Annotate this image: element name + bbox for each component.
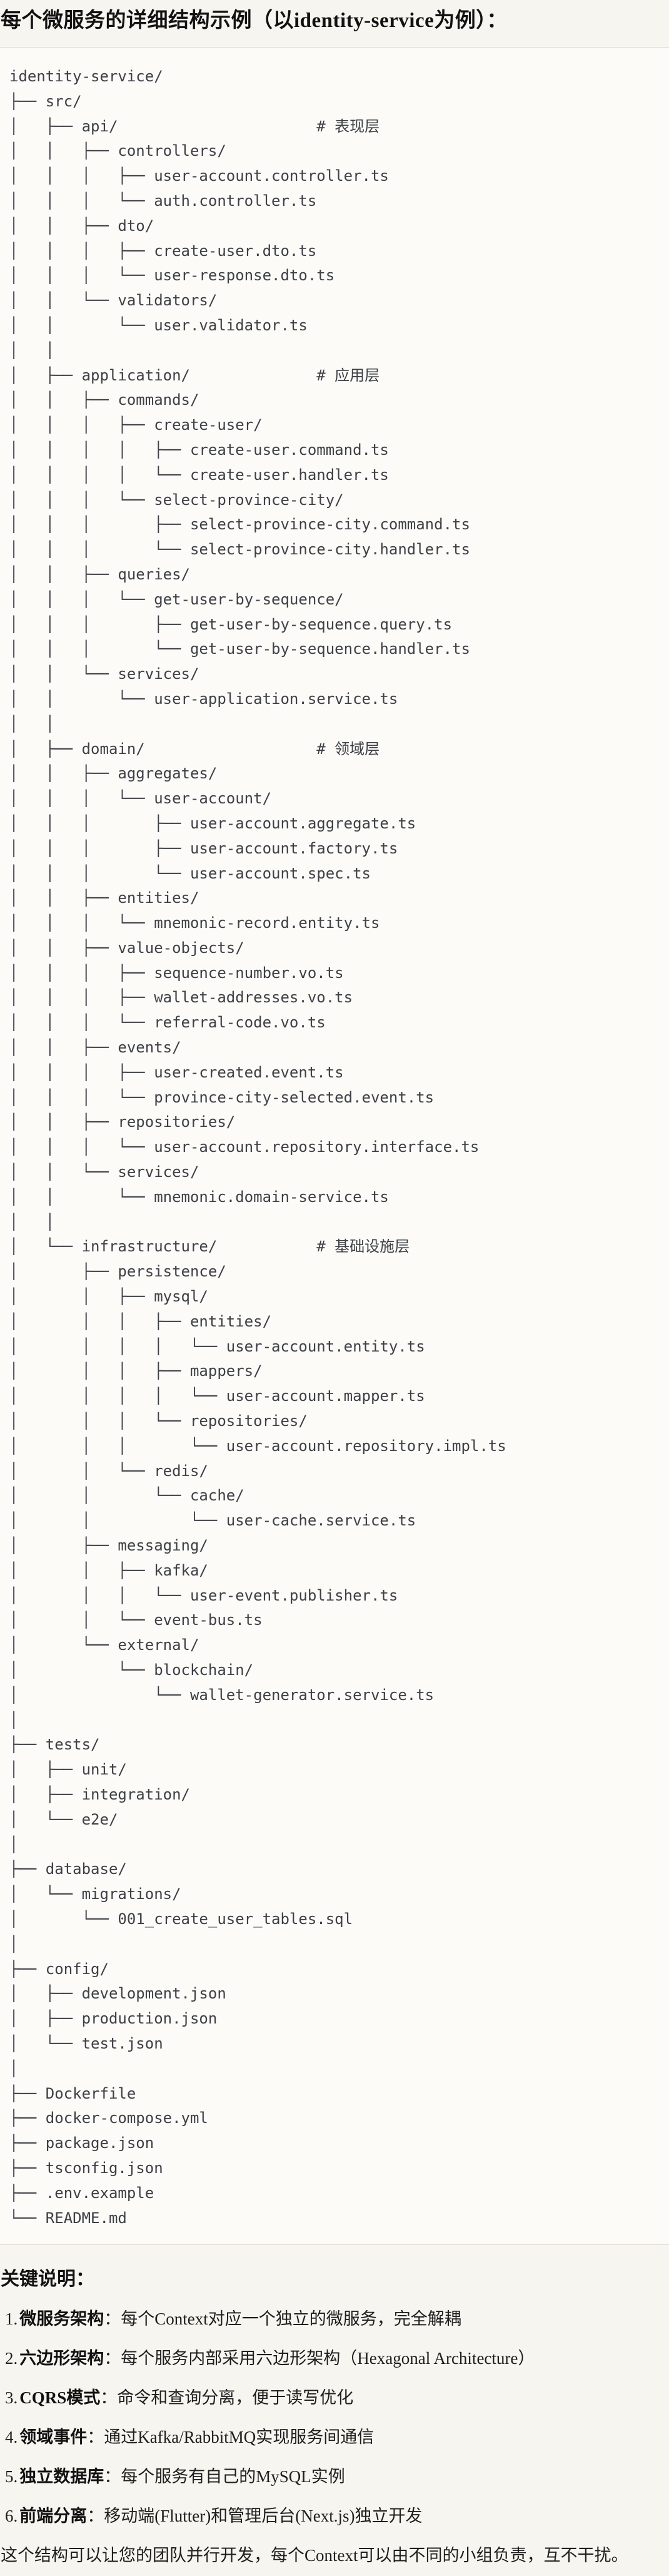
list-item-number: 5. <box>5 2467 18 2487</box>
list-item-label: 领域事件 <box>19 2428 88 2447</box>
list-item-number: 1. <box>5 2309 18 2329</box>
directory-tree: identity-service/ ├── src/ │ ├── api/ # … <box>9 68 506 2227</box>
list-item-text: ：每个服务有自己的MySQL实例 <box>104 2467 345 2487</box>
list-item-label: 前端分离 <box>19 2507 88 2526</box>
notes-heading: 关键说明： <box>1 2269 94 2290</box>
list-item-text: ：通过Kafka/RabbitMQ实现服务间通信 <box>87 2428 375 2447</box>
list-item-label: 独立数据库 <box>19 2467 104 2487</box>
list-item-text: ：每个Context对应一个独立的微服务，完全解耦 <box>104 2309 461 2329</box>
list-item-text: ：每个服务内部采用六边形架构（Hexagonal Architecture） <box>104 2349 535 2368</box>
list-item: 6.前端分离：移动端(Flutter)和管理后台(Next.js)独立开发 <box>5 2505 669 2527</box>
list-item-text: ：命令和查询分离，便于读写优化 <box>100 2388 354 2408</box>
list-item-label: 微服务架构 <box>19 2309 104 2329</box>
closing-paragraph: 这个结构可以让您的团队并行开发，每个Context可以由不同的小组负责，互不干扰… <box>1 2546 628 2565</box>
list-item-text: ：移动端(Flutter)和管理后台(Next.js)独立开发 <box>87 2507 423 2526</box>
list-item: 4.领域事件：通过Kafka/RabbitMQ实现服务间通信 <box>5 2426 669 2448</box>
list-item-number: 6. <box>5 2507 18 2526</box>
page-title: 每个微服务的详细结构示例（以identity-service为例）： <box>1 9 508 32</box>
list-item: 1.微服务架构：每个Context对应一个独立的微服务，完全解耦 <box>5 2308 669 2330</box>
list-item: 3.CQRS模式：命令和查询分离，便于读写优化 <box>5 2386 669 2409</box>
list-item: 2.六边形架构：每个服务内部采用六边形架构（Hexagonal Architec… <box>5 2347 669 2370</box>
list-item-label: 六边形架构 <box>19 2349 104 2368</box>
list-item-number: 2. <box>5 2349 18 2368</box>
notes-list: 1.微服务架构：每个Context对应一个独立的微服务，完全解耦 2.六边形架构… <box>0 2308 669 2527</box>
list-item: 5.独立数据库：每个服务有自己的MySQL实例 <box>5 2465 669 2488</box>
list-item-label: CQRS模式 <box>19 2388 101 2408</box>
list-item-number: 4. <box>5 2428 18 2447</box>
code-block: identity-service/ ├── src/ │ ├── api/ # … <box>0 47 669 2246</box>
list-item-number: 3. <box>5 2388 18 2408</box>
